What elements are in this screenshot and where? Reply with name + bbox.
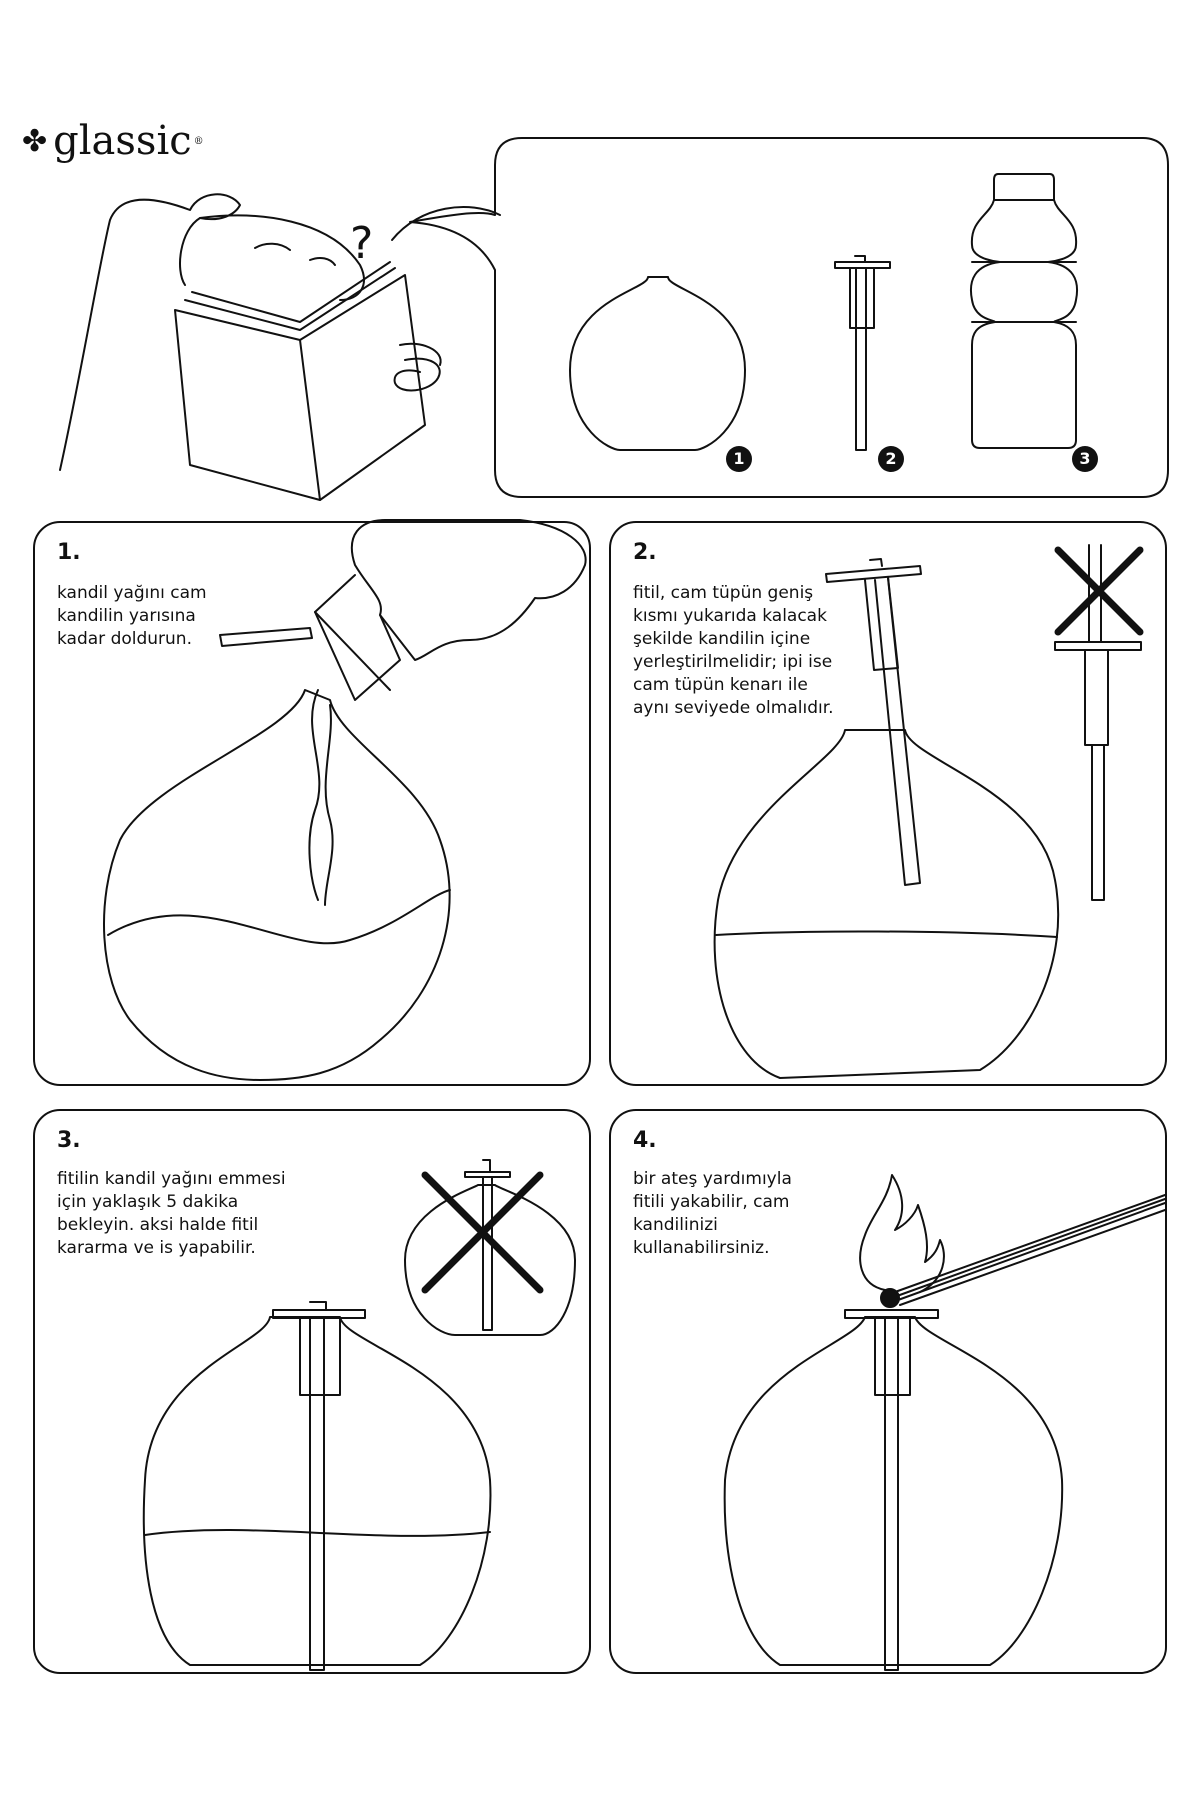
text-line: kararma ve is yapabilir. xyxy=(57,1238,256,1258)
glass-lamp-icon xyxy=(569,276,746,451)
pouring-oil-illustration xyxy=(102,519,587,1081)
oil-bottle-icon xyxy=(970,173,1078,449)
panel-4-frame xyxy=(609,1109,1167,1674)
speech-bubble xyxy=(409,137,1169,498)
registered-mark: ® xyxy=(193,135,204,147)
brand-logo: ✤ glassic® xyxy=(22,118,204,164)
diamond-flower-icon: ✤ xyxy=(22,123,48,159)
wrong-x-icon-2 xyxy=(421,1171,544,1294)
text-line: kullanabilirsiniz. xyxy=(633,1238,770,1258)
text-line: bir ateş yardımıyla xyxy=(633,1169,792,1189)
step-4-number: 4. xyxy=(633,1128,657,1153)
wick-tube-icon xyxy=(834,255,891,451)
step-3-text: fitilin kandil yağını emmesi için yaklaş… xyxy=(57,1168,286,1260)
step-4-text: bir ateş yardımıyla fitili yakabilir, ca… xyxy=(633,1168,792,1260)
flame-icon xyxy=(859,1174,945,1293)
text-line: yerleştirilmelidir; ipi ise xyxy=(633,652,833,672)
step-2-number: 2. xyxy=(633,540,657,565)
reading-character-illustration: ? xyxy=(59,193,501,501)
inserting-wick-illustration xyxy=(713,544,1144,1079)
text-line: kandilin yarısına xyxy=(57,606,196,626)
item-2-badge: 2 xyxy=(878,446,904,472)
step-2-text: fitil, cam tüpün geniş kısmı yukarıda ka… xyxy=(633,582,834,720)
lighting-lamp-illustration xyxy=(723,1174,1166,1671)
question-mark: ? xyxy=(350,218,373,269)
step-1-text: kandil yağını cam kandilin yarısına kada… xyxy=(57,582,207,651)
text-line: fitilin kandil yağını emmesi xyxy=(57,1169,286,1189)
step-1-number: 1. xyxy=(57,540,81,565)
text-line: fitili yakabilir, cam xyxy=(633,1192,790,1212)
panel-2-frame xyxy=(609,521,1167,1086)
text-line: aynı seviyede olmalıdır. xyxy=(633,698,834,718)
panel-3-frame xyxy=(33,1109,591,1674)
waiting-wick-illustration xyxy=(142,1159,576,1671)
text-line: kandilinizi xyxy=(633,1215,718,1235)
text-line: cam tüpün kenarı ile xyxy=(633,675,808,695)
text-line: kısmı yukarıda kalacak xyxy=(633,606,827,626)
text-line: şekilde kandilin içine xyxy=(633,629,811,649)
text-line: bekleyin. aksi halde fitil xyxy=(57,1215,259,1235)
text-line: kandil yağını cam xyxy=(57,583,207,603)
item-1-badge: 1 xyxy=(726,446,752,472)
item-3-badge: 3 xyxy=(1072,446,1098,472)
text-line: fitil, cam tüpün geniş xyxy=(633,583,814,603)
step-3-number: 3. xyxy=(57,1128,81,1153)
brand-name: glassic xyxy=(53,118,192,164)
wrong-x-icon xyxy=(1054,546,1144,636)
panel-1-frame xyxy=(33,521,591,1086)
text-line: için yaklaşık 5 dakika xyxy=(57,1192,239,1212)
text-line: kadar doldurun. xyxy=(57,629,192,649)
